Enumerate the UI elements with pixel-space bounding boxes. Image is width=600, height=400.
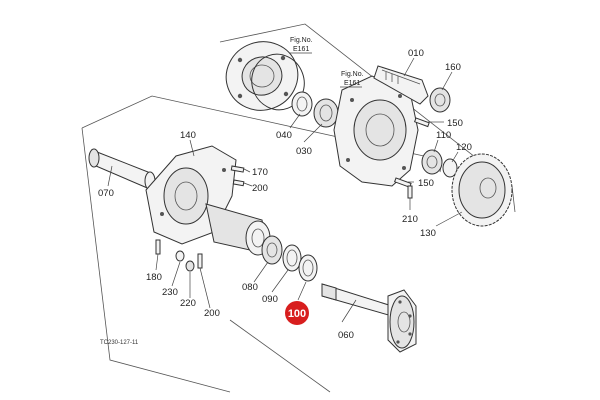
tube-070 xyxy=(88,148,156,191)
ring-100 xyxy=(298,254,318,282)
callout-230: 230 xyxy=(162,287,178,298)
callout-150: 150 xyxy=(418,178,434,189)
highlight-badge-100[interactable]: 100 xyxy=(285,301,309,325)
assembly-frame xyxy=(81,23,516,393)
callout-110: 110 xyxy=(436,130,451,141)
bearing-030 xyxy=(313,98,339,128)
callout-090: 090 xyxy=(262,294,278,305)
callout-labels: 010 160 150 040 030 110 120 150 210 130 … xyxy=(98,48,472,341)
callout-060: 060 xyxy=(338,330,354,341)
main-housing-140 xyxy=(145,145,271,256)
svg-text:Fig.No.: Fig.No. xyxy=(341,71,364,78)
bolt-170 xyxy=(230,165,245,173)
callout-220: 220 xyxy=(180,298,196,309)
bearing-160 xyxy=(429,87,451,113)
seal-120 xyxy=(442,158,458,178)
callout-140: 140 xyxy=(180,130,196,141)
bolt-200-upper xyxy=(232,179,245,187)
callout-210: 210 xyxy=(402,214,418,225)
callout-160: 160 xyxy=(445,62,461,73)
svg-text:E161: E161 xyxy=(293,46,309,53)
callout-070: 070 xyxy=(98,188,114,199)
callout-040: 040 xyxy=(276,130,292,141)
callout-010: 010 xyxy=(408,48,424,59)
bearing-110 xyxy=(421,149,443,175)
bearing-080 xyxy=(261,235,283,265)
diagram-code: TC230-127-11 xyxy=(100,340,139,346)
svg-text:E161: E161 xyxy=(344,80,360,87)
seal-040 xyxy=(291,91,313,117)
nut-220 xyxy=(185,260,195,272)
pin-150-upper xyxy=(413,117,430,128)
callout-030: 030 xyxy=(296,146,312,157)
pin-210 xyxy=(407,185,413,199)
bolt-200-lower xyxy=(197,253,203,269)
gear-housing xyxy=(333,75,419,187)
axle-shaft-060 xyxy=(321,283,417,353)
gear-130 xyxy=(451,153,513,227)
svg-text:100: 100 xyxy=(288,308,306,320)
svg-text:Fig.No.: Fig.No. xyxy=(290,37,313,44)
fig-ref-upper-right: Fig.No. E161 xyxy=(340,71,364,88)
fig-ref-upper-left: Fig.No. E161 xyxy=(290,37,313,54)
pinion-shaft-010 xyxy=(373,65,429,105)
seal-090 xyxy=(282,244,302,272)
callout-180: 180 xyxy=(146,272,162,283)
callout-200: 200 xyxy=(204,308,220,319)
pin-150-lower xyxy=(393,177,412,188)
callout-120: 120 xyxy=(456,142,472,153)
washer-230 xyxy=(175,250,185,262)
callout-150: 150 xyxy=(447,118,463,129)
callout-170: 170 xyxy=(252,167,268,178)
callout-200: 200 xyxy=(252,183,268,194)
leader-lines xyxy=(107,57,463,323)
callout-130: 130 xyxy=(420,228,436,239)
bolt-180 xyxy=(155,239,161,255)
upper-flange-plate xyxy=(225,41,305,111)
callout-080: 080 xyxy=(242,282,258,293)
